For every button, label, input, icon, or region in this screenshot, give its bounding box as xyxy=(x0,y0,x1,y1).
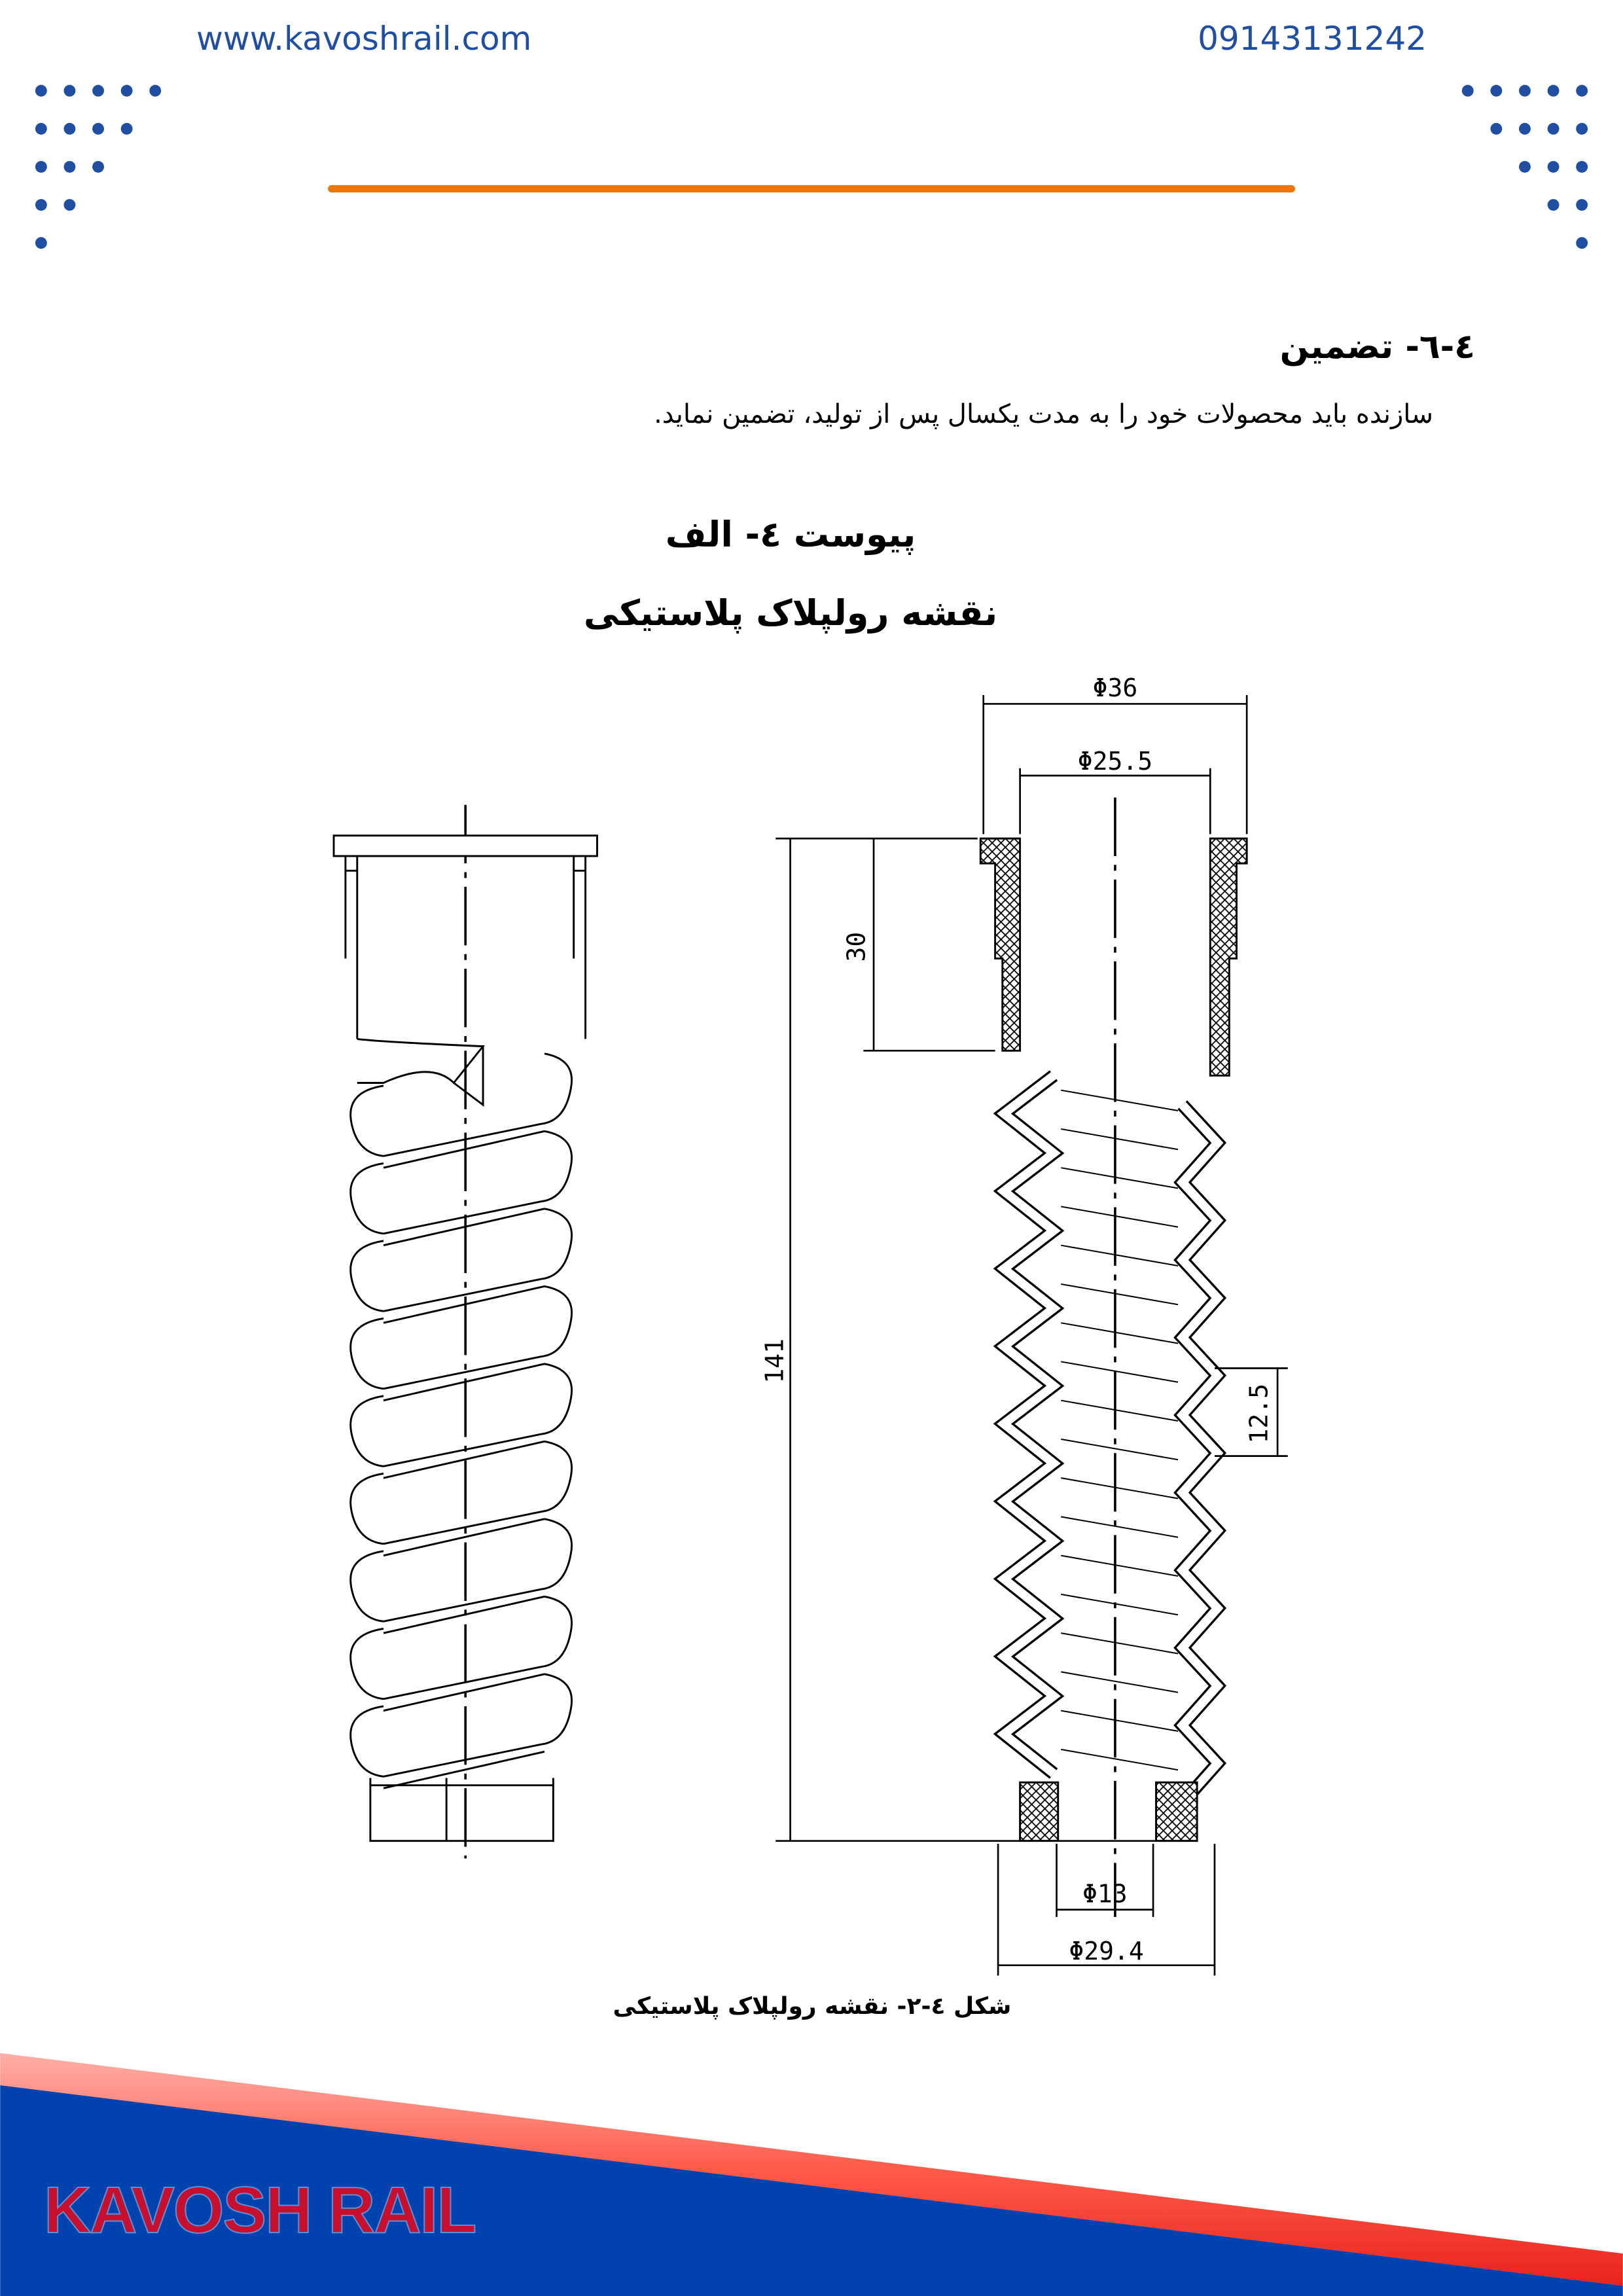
decorative-dots-right xyxy=(1461,84,1588,249)
dot xyxy=(1519,84,1531,97)
dot xyxy=(1576,199,1588,211)
dot xyxy=(35,84,47,97)
thread-lobe-left xyxy=(349,1085,384,1157)
thread-line xyxy=(1061,1399,1179,1422)
section-heading: ٤-٦- تضمین xyxy=(1279,327,1475,367)
thread-line xyxy=(1061,1167,1179,1189)
thread-lobe-left xyxy=(349,1705,384,1778)
dot xyxy=(1461,84,1474,97)
dot xyxy=(120,84,133,97)
thread-edge xyxy=(383,1433,545,1479)
thread-line xyxy=(1061,1710,1179,1732)
appendix-subtitle: نقشه رولپلاک پلاستیکی xyxy=(583,592,998,634)
dot xyxy=(63,84,76,97)
thread-line xyxy=(1061,1516,1179,1538)
appendix-title: پیوست ٤- الف xyxy=(665,514,916,555)
thread-line xyxy=(1061,1322,1179,1344)
thread-lobe-right xyxy=(541,1285,573,1358)
dot xyxy=(92,160,104,173)
decorative-dots-left xyxy=(35,84,162,249)
dot xyxy=(35,199,47,211)
thread-line xyxy=(1061,1283,1179,1306)
thread-line xyxy=(1061,1361,1179,1383)
dot xyxy=(63,122,76,135)
dot xyxy=(1490,122,1503,135)
wall-plug-section-view xyxy=(776,695,1288,1976)
dot xyxy=(1547,160,1560,173)
thread-edge xyxy=(383,1743,545,1789)
thread-line xyxy=(1061,1128,1179,1151)
thread-lobe-left xyxy=(349,1550,384,1623)
thread-lobe-left xyxy=(349,1240,384,1312)
footer-blue-band xyxy=(0,2085,1623,2296)
dot xyxy=(1547,84,1560,97)
thread-lobe-right xyxy=(541,1052,573,1125)
dot xyxy=(1519,160,1531,173)
thread-lobe-right xyxy=(541,1208,573,1280)
thread-edge xyxy=(383,1200,545,1247)
thread-edge xyxy=(383,1588,545,1634)
thread-edge xyxy=(383,1666,545,1712)
dot xyxy=(63,199,76,211)
thread-line xyxy=(1061,1593,1179,1616)
dot xyxy=(92,84,104,97)
section-body: سازنده باید محصولات خود را به مدت یکسال … xyxy=(654,399,1433,429)
dim-total-length: 141 xyxy=(760,1338,789,1384)
thread-lobe-left xyxy=(349,1473,384,1545)
header-divider xyxy=(328,185,1295,193)
phone-number: 09143131242 xyxy=(1198,20,1427,58)
dim-bottom-hole-diameter: Φ13 xyxy=(1082,1880,1128,1909)
section-wall-right-fill xyxy=(1176,1102,1224,1806)
dim-top-depth: 30 xyxy=(842,932,871,962)
thread-line xyxy=(1061,1438,1179,1461)
thread-lobe-right xyxy=(541,1130,573,1203)
thread-lobe-right xyxy=(541,1518,573,1590)
dot xyxy=(92,122,104,135)
dot xyxy=(1547,122,1560,135)
thread-line xyxy=(1061,1748,1179,1771)
figure-caption: شکل ٤-٢- نقشه رولپلاک پلاستیکی xyxy=(613,1993,1012,2020)
dot xyxy=(1576,237,1588,249)
dot xyxy=(35,122,47,135)
thread-line xyxy=(1061,1671,1179,1693)
thread-lobe-left xyxy=(349,1162,384,1235)
thread-edge xyxy=(383,1355,545,1402)
dot xyxy=(1547,199,1560,211)
dot xyxy=(63,160,76,173)
thread-line xyxy=(1061,1632,1179,1655)
dot xyxy=(1490,84,1503,97)
thread-lobe-right xyxy=(541,1595,573,1668)
thread-line xyxy=(1061,1244,1179,1266)
thread-lobe-right xyxy=(541,1363,573,1435)
brand-logo-text: KAVOSH RAIL xyxy=(43,2173,477,2248)
thread-edge xyxy=(383,1122,545,1169)
thread-lobe-left xyxy=(349,1628,384,1700)
thread-line xyxy=(1061,1089,1179,1111)
section-wall-left-fill xyxy=(997,1071,1061,1778)
thread-line xyxy=(1061,1554,1179,1577)
dot xyxy=(1519,122,1531,135)
dot xyxy=(35,160,47,173)
dot xyxy=(1576,122,1588,135)
thread-lobe-left xyxy=(349,1395,384,1467)
thread-lobe-left xyxy=(349,1318,384,1390)
dim-inner-top-diameter: Φ25.5 xyxy=(1078,747,1152,776)
thread-lobe-right xyxy=(541,1440,573,1513)
wall-plug-exterior-view xyxy=(332,804,598,1859)
thread-edge xyxy=(383,1511,545,1557)
thread-edge xyxy=(383,1278,545,1324)
dot xyxy=(120,122,133,135)
website-link[interactable]: www.kavoshrail.com xyxy=(196,20,532,58)
dot xyxy=(149,84,162,97)
dim-outer-top-diameter: Φ36 xyxy=(1093,673,1138,702)
dim-thread-pitch: 12.5 xyxy=(1244,1384,1273,1444)
thread-line xyxy=(1061,1206,1179,1228)
dot xyxy=(35,237,47,249)
dot xyxy=(1576,160,1588,173)
footer-red-stripe xyxy=(0,2053,1623,2286)
thread-line xyxy=(1061,1477,1179,1499)
thread-lobe-right xyxy=(541,1673,573,1746)
dim-bottom-outer-diameter: Φ29.4 xyxy=(1069,1937,1143,1965)
dot xyxy=(1576,84,1588,97)
